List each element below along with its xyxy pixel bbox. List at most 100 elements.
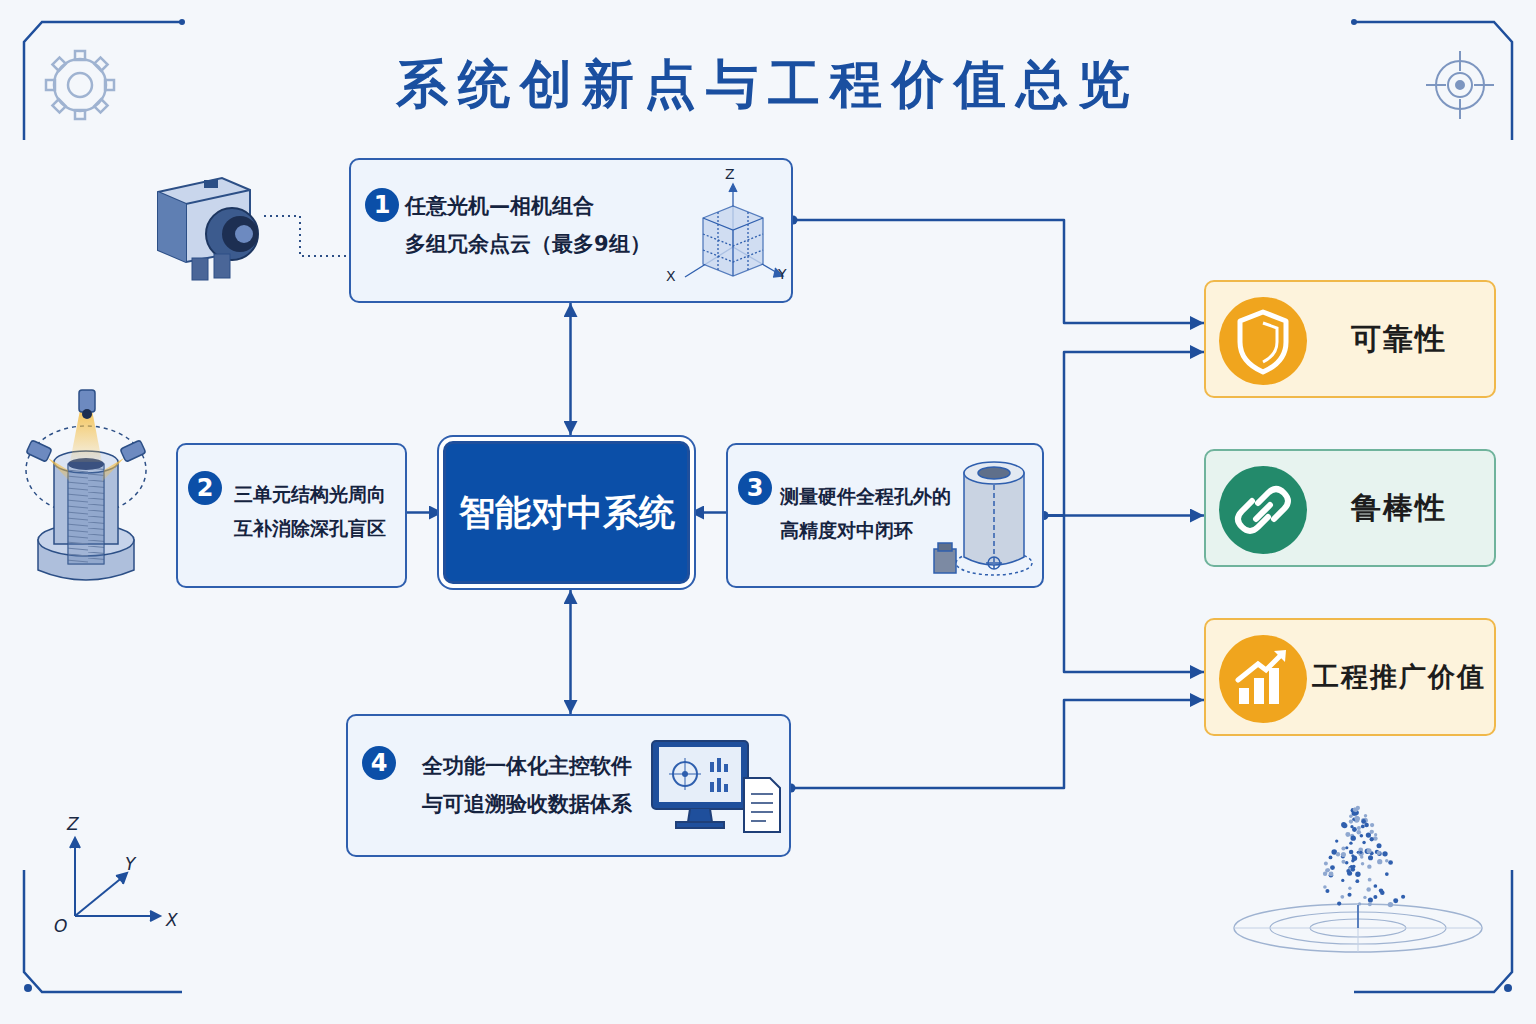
feature-text: 三单元结构光周向 互补消除深孔盲区	[234, 477, 399, 545]
decor-circle	[82, 409, 92, 419]
decor-circle	[1388, 902, 1393, 907]
decor-rect	[652, 741, 748, 809]
connector	[407, 511, 443, 514]
decor-path	[102, 458, 124, 482]
decor-circle	[1337, 901, 1341, 905]
decor-circle	[1349, 850, 1353, 854]
decor-circle	[1367, 864, 1371, 868]
title: 系统创新点与工程价值总览	[0, 50, 1536, 120]
decor-line	[685, 758, 686, 790]
decor-rect	[68, 464, 104, 564]
decor-rect	[75, 110, 85, 119]
decor-g	[1238, 489, 1288, 531]
feature-text: 测量硬件全程孔外的 高精度对中闭环	[780, 479, 965, 547]
decor-line	[1459, 51, 1461, 71]
decor-path	[703, 212, 763, 270]
decor-rect	[676, 822, 724, 828]
decor-circle	[1361, 862, 1364, 865]
decor-circle	[24, 984, 32, 992]
decor-line	[1357, 905, 1359, 928]
decor-circle	[1349, 841, 1352, 844]
decor-circle	[1359, 851, 1362, 854]
decor-circle	[1385, 872, 1389, 876]
frame-dot	[24, 19, 1512, 992]
decor-rect	[710, 762, 714, 772]
decor-circle	[1361, 818, 1366, 823]
decor-rect	[46, 80, 55, 90]
feature-box: 4全功能一体化主控软件 与可追溯验收数据体系	[346, 714, 791, 857]
feature-box: 3测量硬件全程孔外的 高精度对中闭环	[726, 443, 1044, 588]
decor-rect	[105, 80, 114, 90]
core-label: 智能对中系统	[446, 488, 687, 537]
callout-number: 4	[362, 746, 396, 780]
decor-rect	[717, 758, 721, 772]
decor-rect	[68, 464, 104, 564]
decor-path	[150, 911, 160, 921]
axis-label: X	[666, 268, 676, 284]
decor-circle	[1341, 822, 1346, 827]
decor-circle	[1325, 868, 1329, 872]
decor-path	[729, 184, 737, 192]
decor-circle	[1341, 846, 1345, 850]
decor-circle	[1323, 885, 1327, 889]
value-box: 鲁棒性	[1204, 449, 1496, 567]
axis-label: Z	[725, 166, 735, 182]
decor-circle	[1368, 902, 1372, 906]
decor-circle	[1345, 832, 1350, 837]
axis-label: Z	[67, 814, 79, 834]
decor-circle	[1368, 855, 1373, 860]
decor-circle	[1370, 823, 1374, 827]
decor-path	[703, 206, 763, 276]
decor-rect	[214, 254, 230, 278]
decor-rect	[192, 258, 208, 280]
decor-rect	[1239, 688, 1249, 704]
decor-path	[158, 192, 186, 262]
decor-circle	[1349, 819, 1353, 823]
decor-circle	[1361, 819, 1366, 824]
decor-circle	[1346, 869, 1350, 873]
axis-triad	[70, 838, 160, 921]
camera-illustration	[158, 178, 258, 280]
decor-path	[703, 218, 763, 276]
connector	[791, 700, 1204, 788]
decor-circle	[1347, 893, 1351, 897]
decor-circle	[1345, 846, 1348, 849]
decor-circle	[235, 225, 253, 243]
decor-path	[70, 838, 80, 848]
decor-circle	[1377, 859, 1382, 864]
decor-g	[652, 741, 780, 832]
callout-number: 2	[188, 471, 222, 505]
decor-g	[934, 462, 1032, 575]
camera-leader	[264, 216, 347, 256]
decor-path	[1238, 654, 1282, 680]
decor-circle	[1377, 851, 1381, 855]
decor-line	[74, 842, 76, 916]
axis-label: Y	[778, 266, 787, 282]
connector	[1044, 352, 1204, 516]
decor-path	[744, 778, 780, 832]
decor-rect	[26, 440, 52, 462]
decor-circle	[1448, 73, 1472, 97]
decor-rect	[120, 440, 146, 462]
decor-rect	[204, 180, 218, 188]
decor-circle	[1377, 851, 1382, 856]
decor-circle	[1363, 896, 1366, 899]
decor-rect	[710, 782, 714, 792]
decor-circle	[1388, 860, 1393, 865]
decor-circle	[1364, 814, 1367, 817]
decor-circle	[68, 73, 92, 97]
decor-circle	[1329, 855, 1333, 859]
decor-circle	[1330, 865, 1335, 870]
decor-circle	[1342, 823, 1347, 828]
decor-circle	[1380, 891, 1385, 896]
decor-circle	[1351, 19, 1357, 25]
node-icon	[728, 445, 1046, 590]
decor-path	[24, 870, 182, 992]
point-cloud-illustration	[1234, 806, 1482, 952]
decor-circle	[1355, 872, 1360, 877]
decor-circle	[1401, 895, 1405, 899]
value-box: 工程推广价值	[1204, 618, 1496, 736]
decor-circle	[1335, 839, 1338, 842]
decor-circle	[1373, 895, 1377, 899]
